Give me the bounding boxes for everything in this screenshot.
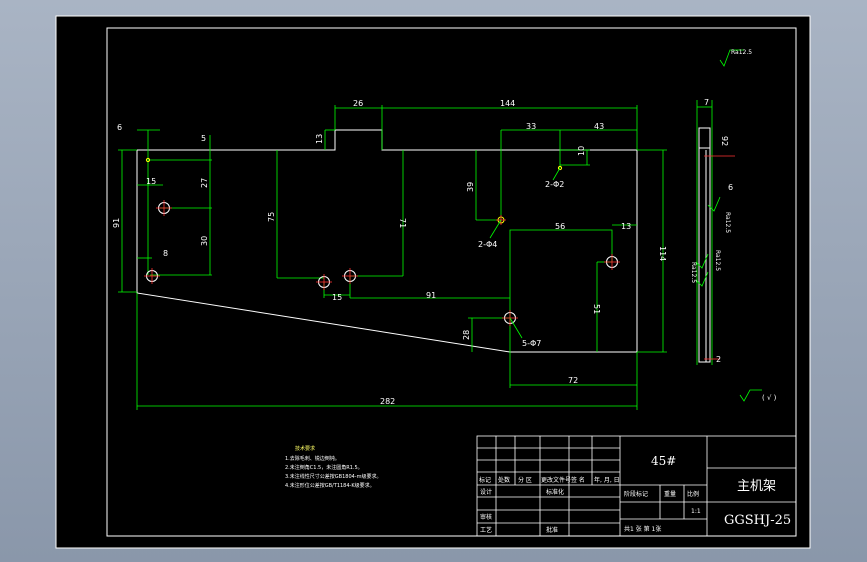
dim-72: 72 <box>568 376 578 385</box>
dim-28: 28 <box>462 330 471 340</box>
roughness-top-right: Ra12.5 <box>731 49 752 56</box>
label-approve: 批准 <box>546 526 558 534</box>
note-line-2: 2.未注倒角C1.5，未注圆角R1.5。 <box>285 464 363 471</box>
dim-8: 8 <box>163 249 168 258</box>
dim-75: 75 <box>267 212 276 222</box>
label-design: 设计 <box>480 488 492 496</box>
note-line-4: 4.未注形位公差按GB/T1184-K级要求。 <box>285 482 375 489</box>
dim-side-2: 2 <box>716 355 721 364</box>
note-line-3: 3.未注线性尺寸公差按GB1804-m级要求。 <box>285 473 381 480</box>
hole-label-5-phi7: 5-Φ7 <box>522 339 541 348</box>
dim-10: 10 <box>577 146 586 156</box>
hole-2-phi2-b <box>557 165 563 171</box>
part-name: 主机架 <box>737 479 776 494</box>
dim-side-7: 7 <box>704 98 709 107</box>
scale-value: 1:1 <box>691 508 701 515</box>
dim-282: 282 <box>380 397 395 406</box>
hole-label-2-phi2: 2-Φ2 <box>545 180 564 189</box>
dim-71: 71 <box>398 218 407 228</box>
dim-13: 13 <box>315 134 324 144</box>
part-outline <box>136 129 638 353</box>
roughness-side-mid: Ra12.5 <box>714 250 721 271</box>
row-label-zone: 分 区 <box>518 476 532 484</box>
row-label-file: 更改文件号 <box>541 476 571 484</box>
row-label-mark: 标记 <box>479 476 491 484</box>
label-ratio: 比例 <box>687 490 699 498</box>
dim-114: 114 <box>658 246 667 261</box>
note-line-1: 1.去除毛刺、锐边倒钝。 <box>285 455 340 462</box>
roughness-side-lower: Ra12.5 <box>690 262 697 283</box>
dim-56: 56 <box>555 222 565 231</box>
hole-2-phi2-a <box>145 157 151 163</box>
dim-26: 26 <box>353 99 363 108</box>
dim-33: 33 <box>526 122 536 131</box>
dimension-texts: 26 144 13 6 5 91 15 27 30 8 75 71 15 91 … <box>112 98 733 406</box>
technical-notes: 技术要求 1.去除毛刺、锐边倒钝。 2.未注倒角C1.5，未注圆角R1.5。 3… <box>285 445 381 489</box>
dim-side-92: 92 <box>720 136 729 146</box>
dim-43: 43 <box>594 122 604 131</box>
row-label-date: 年, 月, 日 <box>594 476 620 484</box>
dim-13-slot: 13 <box>621 222 631 231</box>
label-standardize: 标准化 <box>546 488 564 496</box>
dim-side-6: 6 <box>728 183 733 192</box>
roughness-general: ( √ ) <box>762 394 777 402</box>
notes-title: 技术要求 <box>295 445 315 452</box>
roughness-side-upper: Ra12.5 <box>724 212 731 233</box>
title-block-lines <box>476 435 797 537</box>
dimension-lines <box>118 100 713 410</box>
drawing-number: GGSHJ-25 <box>724 513 791 528</box>
label-sheets: 共1 张 第 1张 <box>624 525 661 533</box>
dim-51: 51 <box>592 304 601 314</box>
side-view <box>698 127 711 363</box>
drawing-border <box>106 27 797 537</box>
dim-5: 5 <box>201 134 206 143</box>
side-view-centerlines <box>704 155 735 360</box>
dim-39: 39 <box>466 182 475 192</box>
dim-15-hole: 15 <box>146 177 156 186</box>
hole-label-2-phi4: 2-Φ4 <box>478 240 497 249</box>
drawing-sheet <box>55 15 811 549</box>
leaders <box>489 167 561 339</box>
dim-144: 144 <box>500 99 515 108</box>
dim-91-bottom: 91 <box>426 291 436 300</box>
dim-15-pair: 15 <box>332 293 342 302</box>
label-stage-mark: 阶段标记 <box>624 490 648 498</box>
label-weight: 重量 <box>664 490 676 498</box>
dim-91-overall: 91 <box>112 218 121 228</box>
roughness-marks <box>695 49 762 402</box>
material: 45# <box>651 454 676 468</box>
dim-6: 6 <box>117 123 122 132</box>
row-label-count: 处数 <box>498 476 510 484</box>
label-process: 工艺 <box>480 526 492 534</box>
row-label-sign: 签 名 <box>571 476 585 484</box>
dim-30: 30 <box>200 236 209 246</box>
label-review: 审核 <box>480 513 492 521</box>
dim-27: 27 <box>200 178 209 188</box>
